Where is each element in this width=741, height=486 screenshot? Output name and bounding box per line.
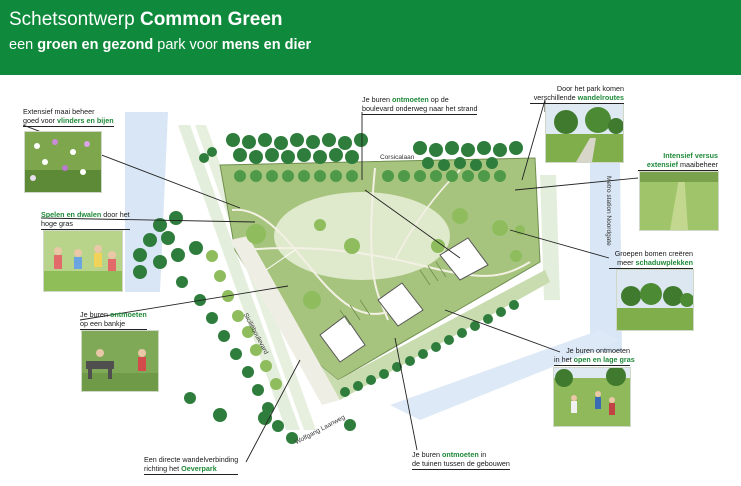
label-boulevard: Je buren ontmoeten op de boulevard onder… <box>362 95 478 115</box>
building-3 <box>439 237 489 281</box>
label-schaduw: Groepen bomen creëren meer schaduwplekke… <box>609 249 693 269</box>
page-subtitle: een groen en gezond park voor mens en di… <box>9 37 312 53</box>
tree-row-top <box>199 133 523 171</box>
label-maaibeheer: Extensief maai beheer goed voor vlinders… <box>23 107 114 127</box>
label-oeverpark: Een directe wandelverbinding richting he… <box>144 455 239 475</box>
boulevard <box>230 236 340 405</box>
label-intensief: Intensief versus extensief maaibeheer <box>638 151 718 171</box>
street-label-metro: Metro station Noordgate <box>605 176 612 246</box>
tree-row-inner <box>234 170 506 182</box>
photo-wandelroutes <box>545 103 624 163</box>
label-tuinen: Je buren ontmoeten in de tuinen tussen d… <box>412 450 510 470</box>
label-wandelroutes: Door het park komen verschillende wandel… <box>530 84 624 104</box>
path-3 <box>244 247 531 277</box>
park-plan-map <box>22 99 639 463</box>
photo-extensief-gras <box>639 171 719 231</box>
tree-scattered-lightgreen <box>206 208 525 390</box>
building-2 <box>377 282 424 327</box>
water-bottom <box>390 330 620 420</box>
photo-bankje <box>81 330 159 392</box>
label-bankje: Je buren ontmoeten op een bankje <box>80 310 147 330</box>
photo-spelen <box>43 230 123 292</box>
hatch-marks <box>339 261 447 326</box>
photo-schaduw <box>616 269 694 331</box>
street-label-corsicalaan: Corsicalaan <box>380 154 415 161</box>
water-right <box>590 160 622 352</box>
green-strip-a <box>178 125 300 430</box>
tree-cluster-left <box>133 211 356 444</box>
building-1 <box>319 315 366 363</box>
lower-band <box>295 270 550 400</box>
water-left <box>125 112 168 292</box>
header-banner: Schetsontwerp Common Green een groen en … <box>0 0 741 75</box>
label-spelen: Spelen en dwalen door het hoge gras <box>41 210 130 230</box>
green-strip-c <box>540 175 560 300</box>
tree-row-lower <box>340 300 519 397</box>
photo-flowers <box>24 131 102 193</box>
page-title: Schetsontwerp Common Green <box>9 9 283 30</box>
photo-open-gras <box>553 367 631 427</box>
open-grass-field <box>274 192 450 280</box>
label-open-gras: Je buren ontmoeten in het open en lage g… <box>554 346 635 366</box>
